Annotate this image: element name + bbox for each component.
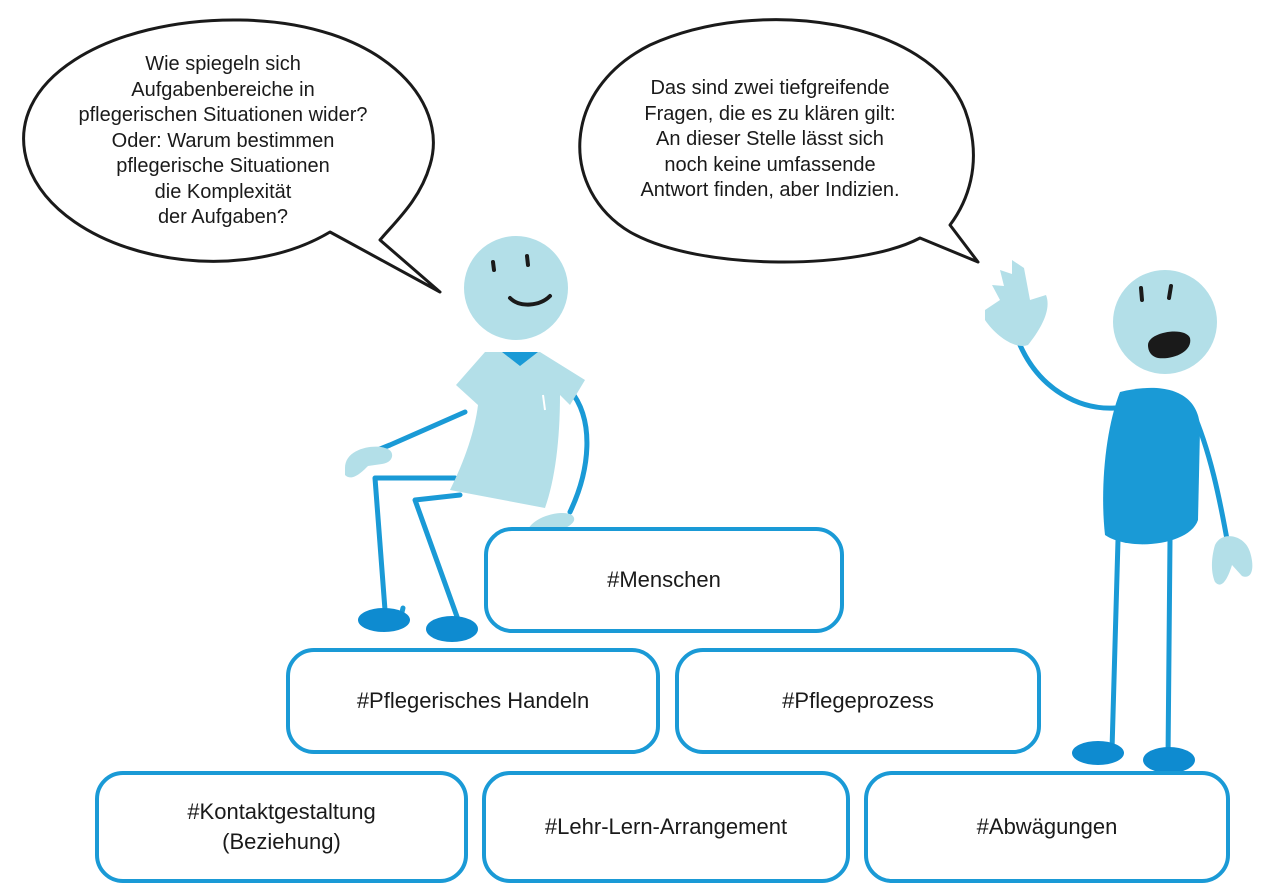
- scrubs-shirt: [450, 352, 585, 508]
- bubble-left-text: Wie spiegeln sich Aufgabenbereiche in pf…: [28, 52, 418, 231]
- block-lehr-lern-arrangement: #Lehr-Lern-Arrangement: [482, 771, 850, 883]
- speech-bubble-right: [578, 18, 980, 264]
- bubble-right-text: Das sind zwei tiefgreifende Fragen, die …: [590, 76, 950, 204]
- waving-hand-icon: [985, 260, 1048, 346]
- block-menschen: #Menschen: [484, 527, 844, 633]
- block-abwaegungen: #Abwägungen: [864, 771, 1230, 883]
- open-mouth: [1148, 331, 1191, 359]
- hand-icon: [345, 446, 393, 478]
- foot-icon: [358, 608, 410, 632]
- bubble-right-line: Fragen, die es zu klären gilt:: [644, 102, 896, 125]
- block-label: #Abwägungen: [976, 814, 1118, 839]
- foot-icon: [426, 616, 478, 642]
- bubble-left-line: Aufgabenbereiche in: [131, 78, 315, 101]
- block-label: #Lehr-Lern-Arrangement: [544, 814, 788, 839]
- foot-icon: [1072, 741, 1124, 765]
- foot-icon: [1143, 747, 1195, 773]
- torso: [1103, 387, 1200, 545]
- figure-standing-body: [985, 260, 1253, 773]
- block-label: #Kontaktgestaltung: [187, 799, 376, 824]
- figure-sitting-body: [345, 236, 585, 642]
- bubble-left-line: pflegerische Situationen: [116, 155, 330, 177]
- figure-standing: [1017, 342, 1231, 763]
- block-pflegeprozess: #Pflegeprozess: [675, 648, 1041, 754]
- bubble-left-line: Wie spiegeln sich: [145, 53, 301, 75]
- block-label: #Pflegeprozess: [782, 688, 934, 713]
- block-label: #Pflegerisches Handeln: [356, 688, 590, 713]
- speech-bubble-left: [22, 18, 442, 294]
- bubble-right-line: Antwort finden, aber Indizien.: [640, 179, 900, 201]
- bubble-left-line: Oder: Warum bestimmen: [111, 129, 335, 152]
- bubble-right-line: noch keine umfassende: [664, 153, 876, 176]
- bubble-left-line: pflegerischen Situationen wider?: [78, 104, 368, 126]
- bubble-right-line: An dieser Stelle lässt sich: [656, 128, 884, 150]
- bubble-left-line: die Komplexität: [154, 180, 292, 203]
- head-icon: [1113, 270, 1217, 374]
- block-label: #Menschen: [607, 567, 721, 592]
- hand-icon: [1211, 536, 1253, 585]
- block-sublabel: (Beziehung): [222, 829, 341, 854]
- block-pflegerisches-handeln: #Pflegerisches Handeln: [286, 648, 660, 754]
- block-kontaktgestaltung: #Kontaktgestaltung (Beziehung): [95, 771, 468, 883]
- bubble-right-line: Das sind zwei tiefgreifende: [650, 77, 890, 99]
- bubble-left-line: der Aufgaben?: [157, 206, 289, 228]
- head-icon: [464, 236, 568, 340]
